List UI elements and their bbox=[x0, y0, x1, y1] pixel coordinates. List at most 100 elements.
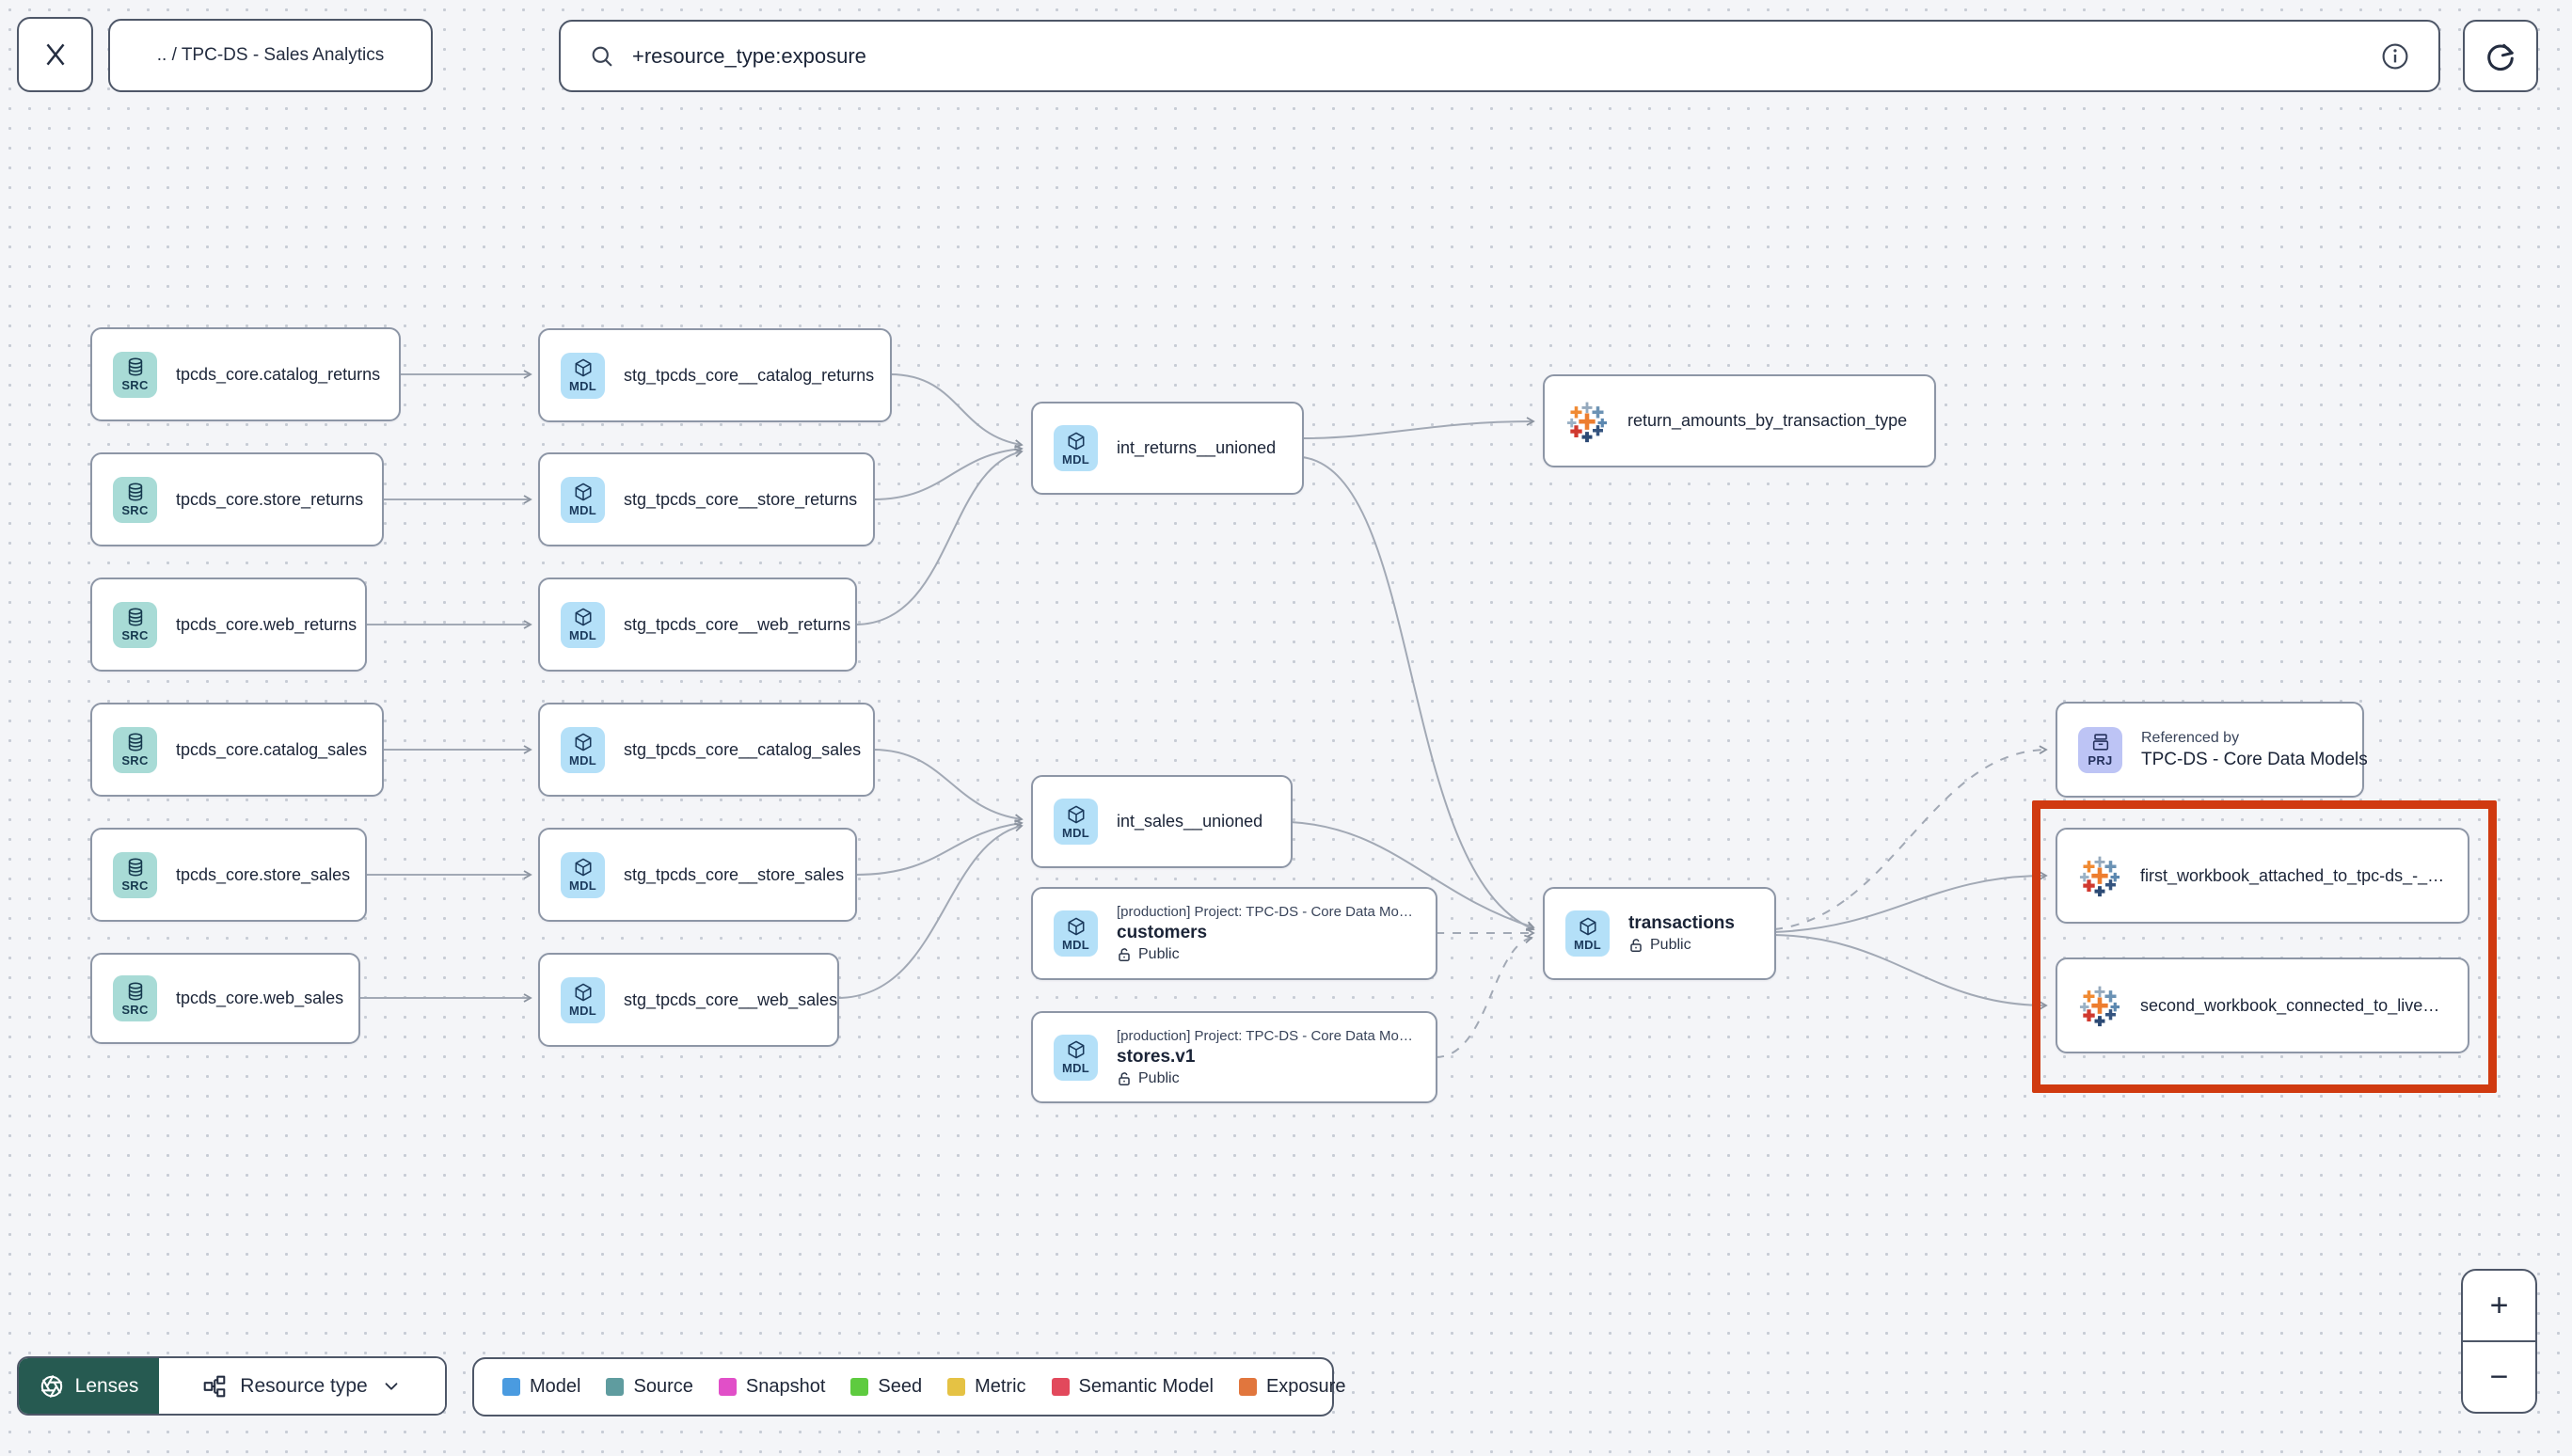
node-exposure-second-workbook[interactable]: second_workbook_connected_to_live… bbox=[2056, 957, 2469, 1053]
source-badge: SRC bbox=[113, 851, 157, 898]
node-label: tpcds_core.store_returns bbox=[176, 489, 364, 509]
cube-icon bbox=[1578, 916, 1598, 937]
node-source-store-sales[interactable]: SRC tpcds_core.store_sales bbox=[90, 828, 367, 922]
database-icon bbox=[125, 482, 146, 502]
source-badge: SRC bbox=[113, 476, 157, 523]
node-label: stores.v1 bbox=[1117, 1046, 1196, 1067]
node-model-int-returns-unioned[interactable]: MDL int_returns__unioned bbox=[1031, 402, 1304, 495]
cube-icon bbox=[573, 607, 594, 627]
cube-icon bbox=[1066, 804, 1087, 825]
node-model-int-sales-unioned[interactable]: MDL int_sales__unioned bbox=[1031, 775, 1293, 868]
cube-icon bbox=[1066, 1039, 1087, 1060]
node-label: tpcds_core.catalog_returns bbox=[176, 364, 381, 384]
node-model-transactions[interactable]: MDL transactions Public bbox=[1543, 887, 1776, 980]
node-label: int_sales__unioned bbox=[1117, 812, 1263, 831]
legend-swatch bbox=[718, 1378, 737, 1396]
database-icon bbox=[125, 607, 146, 627]
node-exposure-return-amounts[interactable]: return_amounts_by_transaction_type bbox=[1543, 374, 1936, 467]
node-source-catalog-returns[interactable]: SRC tpcds_core.catalog_returns bbox=[90, 327, 401, 421]
node-label: tpcds_core.web_returns bbox=[176, 614, 357, 634]
node-label: tpcds_core.catalog_sales bbox=[176, 739, 368, 759]
refresh-icon bbox=[2487, 43, 2514, 71]
refresh-button[interactable] bbox=[2463, 20, 2538, 92]
lens-control-group: Lenses Resource type bbox=[17, 1356, 447, 1416]
cube-icon bbox=[573, 982, 594, 1003]
node-label: stg_tpcds_core__web_sales bbox=[624, 989, 838, 1009]
node-label: stg_tpcds_core__store_returns bbox=[624, 489, 858, 509]
lenses-label: Lenses bbox=[74, 1374, 139, 1397]
node-model-stores-v1[interactable]: MDL [production] Project: TPC-DS - Core … bbox=[1031, 1011, 1437, 1103]
legend-item-semantic-model: Semantic Model bbox=[1051, 1376, 1214, 1398]
database-icon bbox=[125, 732, 146, 752]
breadcrumb[interactable]: .. / TPC-DS - Sales Analytics bbox=[108, 19, 433, 92]
zoom-control: + − bbox=[2461, 1269, 2537, 1414]
node-source-web-sales[interactable]: SRC tpcds_core.web_sales bbox=[90, 953, 360, 1044]
node-label: TPC-DS - Core Data Models bbox=[2141, 749, 2368, 769]
node-label: first_workbook_attached_to_tpc-ds_-_… bbox=[2140, 865, 2445, 885]
source-badge: SRC bbox=[113, 975, 157, 1021]
lock-open-icon bbox=[1117, 947, 1132, 962]
referenced-by-label: Referenced by bbox=[2141, 729, 2240, 746]
lenses-button[interactable]: Lenses bbox=[19, 1358, 159, 1414]
node-model-stg-store-sales[interactable]: MDL stg_tpcds_core__store_sales bbox=[538, 828, 857, 922]
source-badge: SRC bbox=[113, 351, 157, 398]
search-input[interactable] bbox=[632, 43, 2363, 69]
node-exposure-first-workbook[interactable]: first_workbook_attached_to_tpc-ds_-_… bbox=[2056, 828, 2469, 924]
node-model-stg-catalog-returns[interactable]: MDL stg_tpcds_core__catalog_returns bbox=[538, 328, 892, 422]
model-badge: MDL bbox=[561, 851, 605, 898]
legend-item-model: Model bbox=[502, 1376, 580, 1398]
legend-item-exposure: Exposure bbox=[1238, 1376, 1345, 1398]
node-source-web-returns[interactable]: SRC tpcds_core.web_returns bbox=[90, 578, 367, 672]
database-icon bbox=[125, 857, 146, 878]
node-model-stg-web-sales[interactable]: MDL stg_tpcds_core__web_sales bbox=[538, 953, 839, 1047]
model-badge: MDL bbox=[561, 726, 605, 773]
node-model-customers[interactable]: MDL [production] Project: TPC-DS - Core … bbox=[1031, 887, 1437, 980]
zoom-in-button[interactable]: + bbox=[2463, 1271, 2535, 1342]
cube-icon bbox=[573, 357, 594, 378]
archive-icon bbox=[2090, 732, 2111, 752]
resource-type-dropdown[interactable]: Resource type bbox=[159, 1358, 445, 1414]
aperture-icon bbox=[40, 1374, 64, 1399]
node-access: Public bbox=[1117, 1070, 1413, 1087]
info-icon[interactable] bbox=[2380, 41, 2410, 71]
source-badge: SRC bbox=[113, 726, 157, 773]
node-label: transactions bbox=[1628, 913, 1735, 933]
close-button[interactable] bbox=[17, 17, 93, 92]
legend-item-snapshot: Snapshot bbox=[718, 1376, 825, 1398]
database-icon bbox=[125, 981, 146, 1002]
node-access: Public bbox=[1628, 937, 1735, 954]
node-label: stg_tpcds_core__catalog_sales bbox=[624, 739, 862, 759]
node-label: int_returns__unioned bbox=[1117, 438, 1277, 457]
legend-swatch bbox=[850, 1378, 869, 1396]
source-badge: SRC bbox=[113, 601, 157, 648]
node-label: stg_tpcds_core__web_returns bbox=[624, 614, 851, 634]
node-label: second_workbook_connected_to_live… bbox=[2140, 995, 2440, 1015]
resource-tree-icon bbox=[202, 1374, 227, 1399]
node-label: return_amounts_by_transaction_type bbox=[1627, 411, 1908, 430]
resource-type-label: Resource type bbox=[240, 1374, 368, 1397]
chevron-down-icon bbox=[385, 1382, 398, 1390]
model-badge: MDL bbox=[1054, 910, 1098, 957]
legend-swatch bbox=[1238, 1378, 1257, 1396]
node-source-store-returns[interactable]: SRC tpcds_core.store_returns bbox=[90, 452, 384, 546]
tableau-icon bbox=[1565, 400, 1609, 443]
legend-swatch bbox=[947, 1378, 966, 1396]
node-referenced-by-project[interactable]: PRJ Referenced by TPC-DS - Core Data Mod… bbox=[2056, 702, 2368, 798]
model-badge: MDL bbox=[561, 476, 605, 523]
model-badge: MDL bbox=[561, 976, 605, 1023]
lock-open-icon bbox=[1117, 1071, 1132, 1086]
node-model-stg-catalog-sales[interactable]: MDL stg_tpcds_core__catalog_sales bbox=[538, 703, 875, 797]
project-badge: PRJ bbox=[2078, 726, 2122, 773]
model-badge: MDL bbox=[1565, 910, 1610, 957]
search-bar[interactable] bbox=[559, 20, 2440, 92]
node-label: tpcds_core.store_sales bbox=[176, 864, 351, 884]
model-badge: MDL bbox=[561, 601, 605, 648]
breadcrumb-label: .. / TPC-DS - Sales Analytics bbox=[156, 45, 385, 65]
node-model-stg-web-returns[interactable]: MDL stg_tpcds_core__web_returns bbox=[538, 578, 857, 672]
node-source-catalog-sales[interactable]: SRC tpcds_core.catalog_sales bbox=[90, 703, 384, 797]
node-label: tpcds_core.web_sales bbox=[176, 989, 344, 1007]
node-model-stg-store-returns[interactable]: MDL stg_tpcds_core__store_returns bbox=[538, 452, 875, 546]
lock-open-icon bbox=[1628, 938, 1643, 953]
zoom-out-button[interactable]: − bbox=[2489, 1358, 2509, 1395]
